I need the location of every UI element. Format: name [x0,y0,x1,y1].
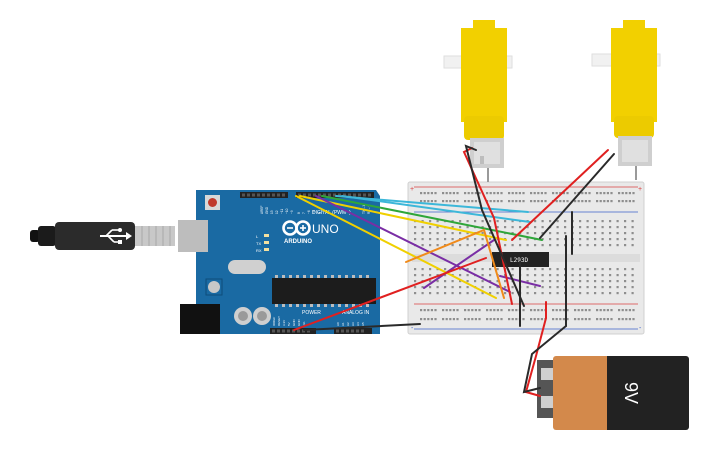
svg-text:A3: A3 [351,322,355,326]
arduino-logo-icon [282,220,311,236]
svg-text:5V: 5V [287,322,291,326]
power-jack [180,304,220,334]
crystal-oscillator [228,260,266,274]
motor-left[interactable] [443,20,513,182]
svg-text:GND: GND [297,319,301,327]
arduino-logo-text: ARDUINO [284,239,312,245]
wire-battery-red [524,317,547,397]
svg-text:7: 7 [302,212,306,214]
svg-text:A1: A1 [341,322,345,326]
wire-red-arduino [293,257,487,331]
svg-text:12: 12 [275,210,279,214]
svg-text:4: 4 [317,212,321,214]
wire-black-m1b [464,144,525,307]
svg-text:8: 8 [297,212,301,214]
svg-text:AREF: AREF [260,205,264,214]
usb-icon [100,228,132,244]
usb-cable[interactable] [30,222,175,250]
wire-yellow-2 [295,195,497,299]
svg-text:IOREF: IOREF [272,317,276,326]
wire-purple-1 [315,195,511,293]
power-header-label: POWER [302,310,321,316]
led-label-rx: RX [256,248,262,253]
svg-text:~11: ~11 [280,209,284,214]
svg-text:Vin: Vin [302,321,306,326]
rail-minus-bottom-label: - [411,325,414,332]
atmega-chip [272,275,376,307]
svg-text:RX←0: RX←0 [367,204,371,214]
svg-text:A5: A5 [361,322,365,326]
battery-label: 9V [621,382,641,404]
svg-text:A4: A4 [356,322,360,326]
wire-orange [405,228,505,299]
led-label-l: L [256,234,259,239]
svg-text:3.3V: 3.3V [282,320,286,326]
wire-yellow-1 [299,195,507,241]
svg-text:GND: GND [265,206,269,214]
analog-pin-labels: A0 A1 A2 A3 A4 A5 [336,322,365,326]
l293d-label: L293D [510,257,528,264]
motor-right[interactable] [591,20,661,180]
svg-text:~5: ~5 [312,210,316,214]
wire-cyan [341,195,531,223]
wire-black-gnd [303,323,421,331]
analog-header-label: ANALOG IN [342,310,370,316]
battery-9v[interactable]: 9V [537,356,689,430]
wire-cyan-2 [335,195,529,213]
wire-purple-2 [423,239,495,289]
wire-green [321,195,543,241]
digital-pin-header[interactable] [240,192,374,198]
svg-text:A2: A2 [346,322,350,326]
svg-text:~9: ~9 [290,210,294,214]
svg-text:~3: ~3 [322,210,326,214]
rail-plus-top-right-label: + [638,186,642,193]
wires[interactable] [293,144,615,397]
power-pin-labels: IOREF RESET 3.3V 5V GND GND Vin [272,316,306,326]
svg-text:RESET: RESET [277,316,281,326]
svg-text:~10: ~10 [285,208,289,214]
wire-red-m2a [511,149,609,241]
wire-battery-black [522,325,567,394]
led-label-tx: TX [256,241,261,246]
digital-header-label: DIGITAL (PWM~) [312,210,351,216]
rail-plus-top-label: + [410,186,414,193]
svg-text:~6: ~6 [307,210,311,214]
arduino-uno-board[interactable]: ARDUINO UNO L TX RX [178,190,380,334]
power-analog-pin-header[interactable] [270,328,372,334]
board-model-text: UNO [312,222,339,236]
svg-text:13: 13 [270,210,274,214]
rail-minus-bottom-right-label: - [639,325,642,332]
breadboard-holes[interactable] [414,192,635,321]
wire-black-m2b [539,153,615,239]
svg-text:A0: A0 [336,322,340,326]
svg-text:GND: GND [292,319,296,327]
usb-port [178,220,208,252]
